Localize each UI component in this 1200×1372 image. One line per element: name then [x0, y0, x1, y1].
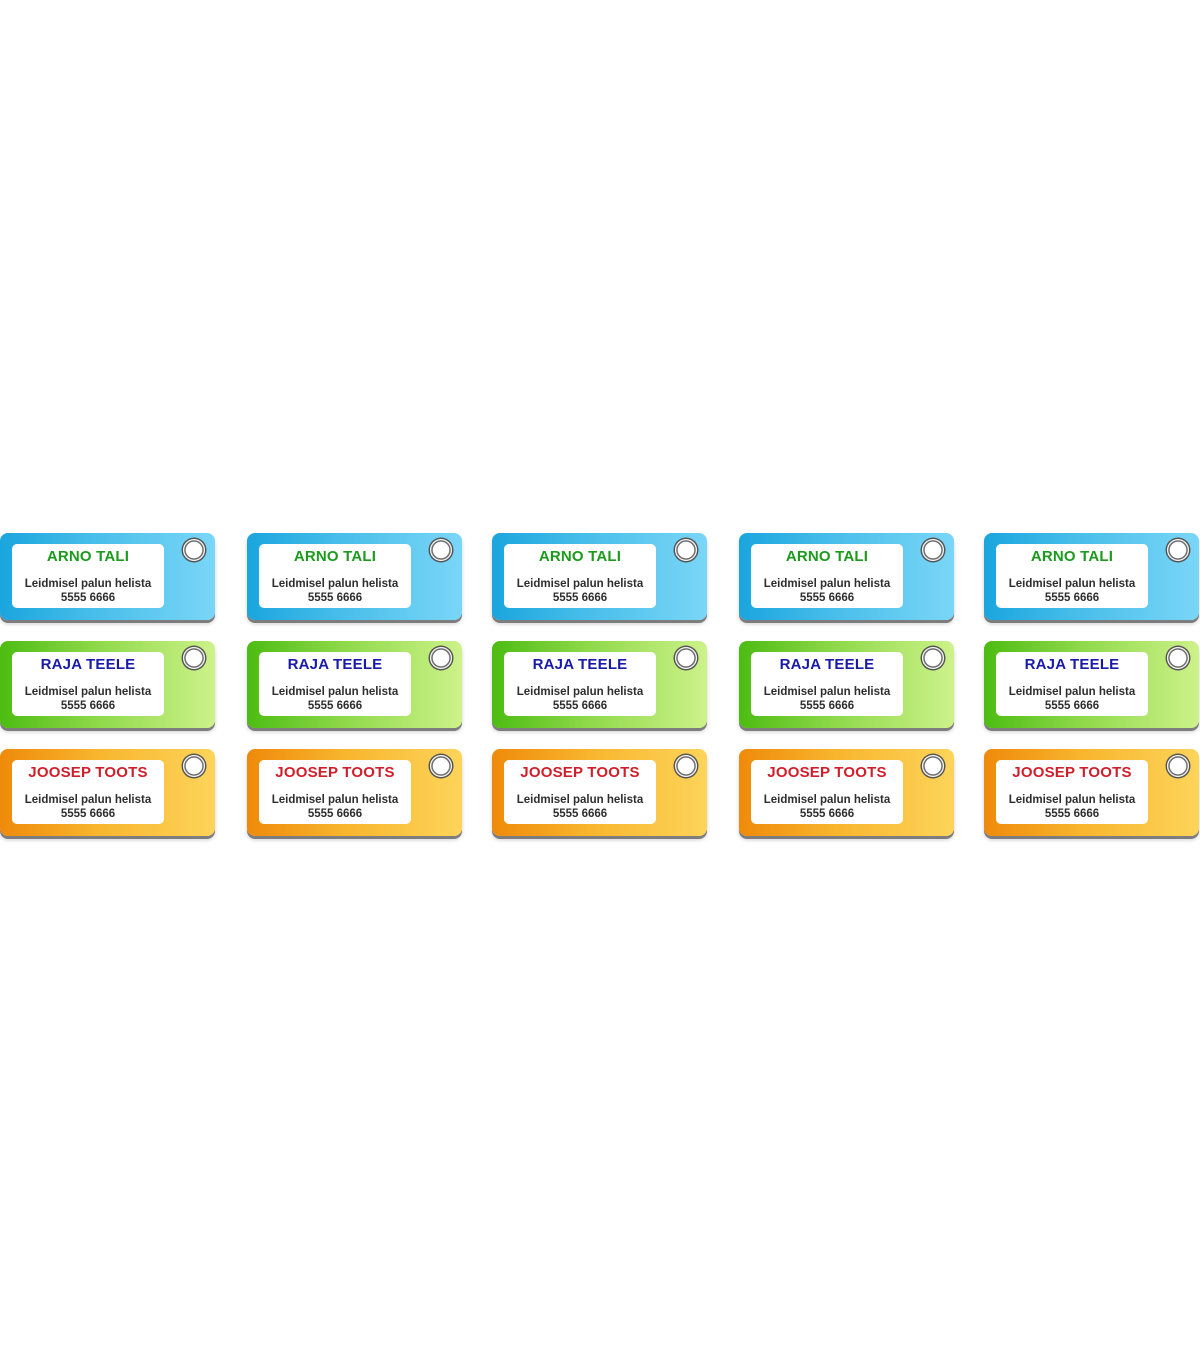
keytag-phone: 5555 6666 — [799, 808, 855, 820]
keytag-name: RAJA TEELE — [1024, 656, 1120, 673]
keytag-name: RAJA TEELE — [779, 656, 875, 673]
keytag-label: RAJA TEELE Leidmisel palun helista 5555 66… — [996, 652, 1148, 716]
keyring-hole-icon — [675, 647, 697, 669]
keyring-hole-icon — [430, 539, 452, 561]
keytag-label: RAJA TEELE Leidmisel palun helista 5555 66… — [12, 652, 164, 716]
keytag-green: RAJA TEELE Leidmisel palun helista 5555 66… — [0, 641, 215, 728]
keytag-name: ARNO TALI — [785, 548, 869, 565]
keytag-message: Leidmisel palun helista — [271, 794, 399, 806]
keytag-name: RAJA TEELE — [287, 656, 383, 673]
keytag-name: ARNO TALI — [293, 548, 377, 565]
keyring-hole-icon — [922, 755, 944, 777]
keyring-hole-icon — [183, 647, 205, 669]
keyring-hole-icon — [183, 539, 205, 561]
keytag-message: Leidmisel palun helista — [1008, 578, 1136, 590]
keytag-label: RAJA TEELE Leidmisel palun helista 5555 66… — [504, 652, 656, 716]
keytag-name: RAJA TEELE — [532, 656, 628, 673]
keytag-phone: 5555 6666 — [60, 808, 116, 820]
keytag-name: ARNO TALI — [46, 548, 130, 565]
keytag-name: JOOSEP TOOTS — [1012, 764, 1132, 781]
keytag-message: Leidmisel palun helista — [24, 686, 152, 698]
keyring-hole-icon — [1167, 539, 1189, 561]
keyring-hole-icon — [1167, 755, 1189, 777]
keytag-phone: 5555 6666 — [60, 700, 116, 712]
keytag-phone: 5555 6666 — [60, 592, 116, 604]
keytag-label: JOOSEP TOOTS Leidmisel palun helista 5555 … — [751, 760, 903, 824]
keyring-hole-icon — [675, 755, 697, 777]
keytag-label: JOOSEP TOOTS Leidmisel palun helista 5555 … — [996, 760, 1148, 824]
keytag-label: JOOSEP TOOTS Leidmisel palun helista 5555 … — [259, 760, 411, 824]
keytag-phone: 5555 6666 — [552, 592, 608, 604]
keytag-orange: JOOSEP TOOTS Leidmisel palun helista 5555 … — [492, 749, 707, 836]
keytag-green: RAJA TEELE Leidmisel palun helista 5555 66… — [492, 641, 707, 728]
keytag-name: ARNO TALI — [538, 548, 622, 565]
keytag-message: Leidmisel palun helista — [1008, 794, 1136, 806]
keytag-phone: 5555 6666 — [1044, 700, 1100, 712]
keytag-message: Leidmisel palun helista — [763, 686, 891, 698]
keytag-message: Leidmisel palun helista — [763, 794, 891, 806]
keytag-orange: JOOSEP TOOTS Leidmisel palun helista 5555 … — [739, 749, 954, 836]
keytag-label: JOOSEP TOOTS Leidmisel palun helista 5555 … — [504, 760, 656, 824]
keytag-phone: 5555 6666 — [799, 592, 855, 604]
keytag-green: RAJA TEELE Leidmisel palun helista 5555 66… — [739, 641, 954, 728]
keytag-label: JOOSEP TOOTS Leidmisel palun helista 5555 … — [12, 760, 164, 824]
keytag-message: Leidmisel palun helista — [516, 794, 644, 806]
keytag-orange: JOOSEP TOOTS Leidmisel palun helista 5555 … — [0, 749, 215, 836]
keytag-phone: 5555 6666 — [552, 808, 608, 820]
keytag-name: JOOSEP TOOTS — [28, 764, 148, 781]
keytag-blue: ARNO TALI Leidmisel palun helista 5555 666… — [984, 533, 1199, 620]
keyring-hole-icon — [183, 755, 205, 777]
keytag-message: Leidmisel palun helista — [763, 578, 891, 590]
keytag-blue: ARNO TALI Leidmisel palun helista 5555 666… — [492, 533, 707, 620]
keytag-phone: 5555 6666 — [552, 700, 608, 712]
keytag-blue: ARNO TALI Leidmisel palun helista 5555 666… — [739, 533, 954, 620]
keytag-message: Leidmisel palun helista — [516, 686, 644, 698]
keytag-message: Leidmisel palun helista — [24, 794, 152, 806]
keytag-message: Leidmisel palun helista — [1008, 686, 1136, 698]
keytag-message: Leidmisel palun helista — [516, 578, 644, 590]
keytag-label: RAJA TEELE Leidmisel palun helista 5555 66… — [259, 652, 411, 716]
keytag-label: ARNO TALI Leidmisel palun helista 5555 666… — [751, 544, 903, 608]
keytag-orange: JOOSEP TOOTS Leidmisel palun helista 5555 … — [984, 749, 1199, 836]
keytag-name: RAJA TEELE — [40, 656, 136, 673]
keytag-message: Leidmisel palun helista — [271, 578, 399, 590]
keyring-hole-icon — [675, 539, 697, 561]
keytag-name: JOOSEP TOOTS — [275, 764, 395, 781]
keytag-label: ARNO TALI Leidmisel palun helista 5555 666… — [996, 544, 1148, 608]
keytag-message: Leidmisel palun helista — [24, 578, 152, 590]
keytag-label: ARNO TALI Leidmisel palun helista 5555 666… — [259, 544, 411, 608]
keytag-grid: ARNO TALI Leidmisel palun helista 5555 666… — [0, 533, 1200, 837]
keytag-phone: 5555 6666 — [307, 700, 363, 712]
keyring-hole-icon — [922, 539, 944, 561]
keytag-blue: ARNO TALI Leidmisel palun helista 5555 666… — [247, 533, 462, 620]
keytag-name: JOOSEP TOOTS — [520, 764, 640, 781]
keytag-phone: 5555 6666 — [1044, 808, 1100, 820]
keyring-hole-icon — [430, 755, 452, 777]
keyring-hole-icon — [1167, 647, 1189, 669]
keytag-green: RAJA TEELE Leidmisel palun helista 5555 66… — [247, 641, 462, 728]
keytag-phone: 5555 6666 — [307, 592, 363, 604]
keytag-phone: 5555 6666 — [799, 700, 855, 712]
keytag-orange: JOOSEP TOOTS Leidmisel palun helista 5555 … — [247, 749, 462, 836]
keytag-phone: 5555 6666 — [307, 808, 363, 820]
keytag-label: RAJA TEELE Leidmisel palun helista 5555 66… — [751, 652, 903, 716]
keytag-name: JOOSEP TOOTS — [767, 764, 887, 781]
keyring-hole-icon — [430, 647, 452, 669]
keytag-name: ARNO TALI — [1030, 548, 1114, 565]
keytag-phone: 5555 6666 — [1044, 592, 1100, 604]
keytag-message: Leidmisel palun helista — [271, 686, 399, 698]
keytag-label: ARNO TALI Leidmisel palun helista 5555 666… — [12, 544, 164, 608]
keytag-blue: ARNO TALI Leidmisel palun helista 5555 666… — [0, 533, 215, 620]
keytag-green: RAJA TEELE Leidmisel palun helista 5555 66… — [984, 641, 1199, 728]
keytag-label: ARNO TALI Leidmisel palun helista 5555 666… — [504, 544, 656, 608]
keyring-hole-icon — [922, 647, 944, 669]
